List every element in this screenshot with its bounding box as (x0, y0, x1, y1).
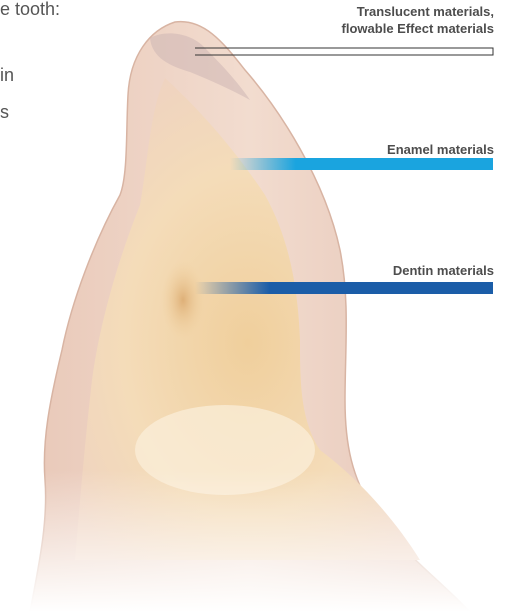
label-translucent-materials: Translucent materials, flowable Effect m… (342, 3, 494, 37)
enamel-indicator-bar (230, 158, 493, 170)
label-enamel-materials: Enamel materials (387, 141, 494, 158)
translucent-leader-line (195, 48, 493, 55)
label-dentin-materials: Dentin materials (393, 262, 494, 279)
dentin-indicator-bar (195, 282, 493, 294)
label-translucent-line-1: Translucent materials, (342, 3, 494, 20)
label-translucent-line-2: flowable Effect materials (342, 20, 494, 37)
